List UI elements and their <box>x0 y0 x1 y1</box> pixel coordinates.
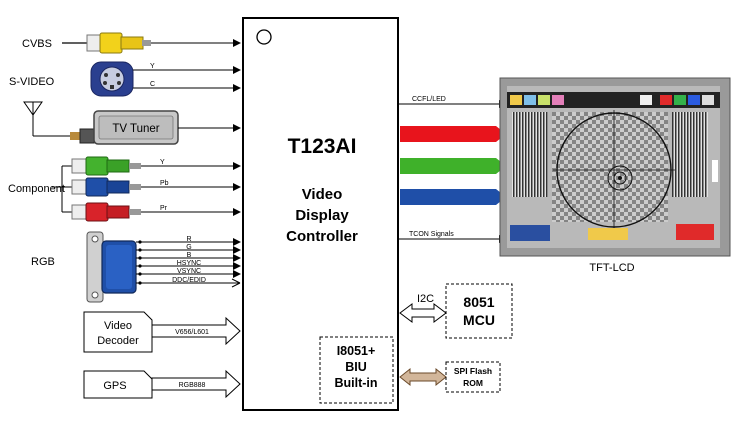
spi-flash-line-2: ROM <box>463 378 483 388</box>
chip-name: T123AI <box>288 135 357 158</box>
tv-tuner-label: TV Tuner <box>112 123 159 135</box>
component-pr-plug-icon <box>71 202 141 222</box>
i2c-bidirectional-arrow <box>399 303 447 323</box>
video-display-controller: T123AI Video Display Controller I8051+ B… <box>242 17 399 411</box>
spi-flash-line-1: SPI Flash <box>454 366 492 376</box>
comp-pr-label: Pr <box>160 205 168 212</box>
gps-bus-label: RGB888 <box>179 382 206 389</box>
vga-connector-icon <box>86 231 137 303</box>
rgb-signal-r: R <box>186 236 191 243</box>
video-decoder-line-2: Decoder <box>97 335 139 347</box>
biu-block: I8051+ BIU Built-in <box>319 336 394 404</box>
biu-line-2: BIU <box>345 360 367 374</box>
rgb-signal-hsync: HSYNC <box>177 260 202 267</box>
mcu-line-1: 8051 <box>463 294 494 310</box>
tft-lcd-panel <box>499 77 731 257</box>
spi-flash-box <box>445 361 501 393</box>
controller-outputs: CCFL/LED TCON Signals <box>398 96 507 243</box>
gps-bus-arrow <box>151 369 241 399</box>
controller-title-line-2: Display <box>295 207 349 224</box>
gps-input: GPS RGB888 <box>83 369 241 399</box>
video-decoder-input: Video Decoder V656/L601 <box>83 311 241 353</box>
green-output-arrow <box>400 158 506 174</box>
svideo-connector-icon <box>90 61 134 97</box>
comp-y-label: Y <box>160 159 165 166</box>
rgb-signal-g: G <box>186 244 191 251</box>
rgb-signal-lines <box>136 238 241 288</box>
mcu-peripheral: I2C 8051 MCU <box>399 283 513 339</box>
biu-line-1: I8051+ <box>337 344 376 358</box>
antenna-icon <box>23 101 70 137</box>
cvbs-input: CVBS <box>22 32 241 54</box>
rgb-signal-vsync: VSYNC <box>177 268 201 275</box>
blue-output-arrow <box>400 189 506 205</box>
video-decoder-line-1: Video <box>104 320 132 332</box>
pin1-indicator <box>256 29 272 45</box>
tv-tuner-input: TV Tuner <box>23 101 241 145</box>
coax-plug-icon <box>70 132 80 140</box>
comp-pb-label: Pb <box>160 180 169 187</box>
component-input: Component Y Pb Pr <box>8 156 241 222</box>
spi-bidirectional-arrow <box>399 367 447 387</box>
rgb-input: RGB R G B HSYNC VSYNC DDC/EDID <box>31 231 241 303</box>
rgb-signal-ddc: DDC/EDID <box>172 277 206 284</box>
i2c-label: I2C <box>417 293 434 305</box>
controller-title-line-3: Controller <box>286 228 358 245</box>
ccfl-label: CCFL/LED <box>412 96 446 103</box>
mcu-box <box>445 283 513 339</box>
component-label: Component <box>8 183 65 195</box>
svideo-label: S-VIDEO <box>9 76 55 88</box>
tcon-label: TCON Signals <box>409 231 454 238</box>
biu-line-3: Built-in <box>334 376 377 390</box>
svideo-y-label: Y <box>150 63 155 70</box>
cvbs-rca-plug-icon <box>62 32 151 54</box>
decoder-bus-label: V656/L601 <box>175 329 209 336</box>
component-pb-plug-icon <box>71 177 141 197</box>
red-output-arrow <box>400 126 506 142</box>
rgb-label: RGB <box>31 256 55 268</box>
decoder-bus-arrow <box>151 316 241 346</box>
controller-title-line-1: Video <box>302 186 343 203</box>
component-y-plug-icon <box>71 156 141 176</box>
flash-peripheral: SPI Flash ROM <box>399 361 501 393</box>
cvbs-label: CVBS <box>22 38 52 50</box>
gps-label: GPS <box>103 380 126 392</box>
svideo-input: S-VIDEO Y C <box>9 61 241 97</box>
svideo-c-label: C <box>150 81 155 88</box>
mcu-line-2: MCU <box>463 312 495 328</box>
lcd-label: TFT-LCD <box>589 262 634 274</box>
rgb-signal-b: B <box>187 252 192 259</box>
